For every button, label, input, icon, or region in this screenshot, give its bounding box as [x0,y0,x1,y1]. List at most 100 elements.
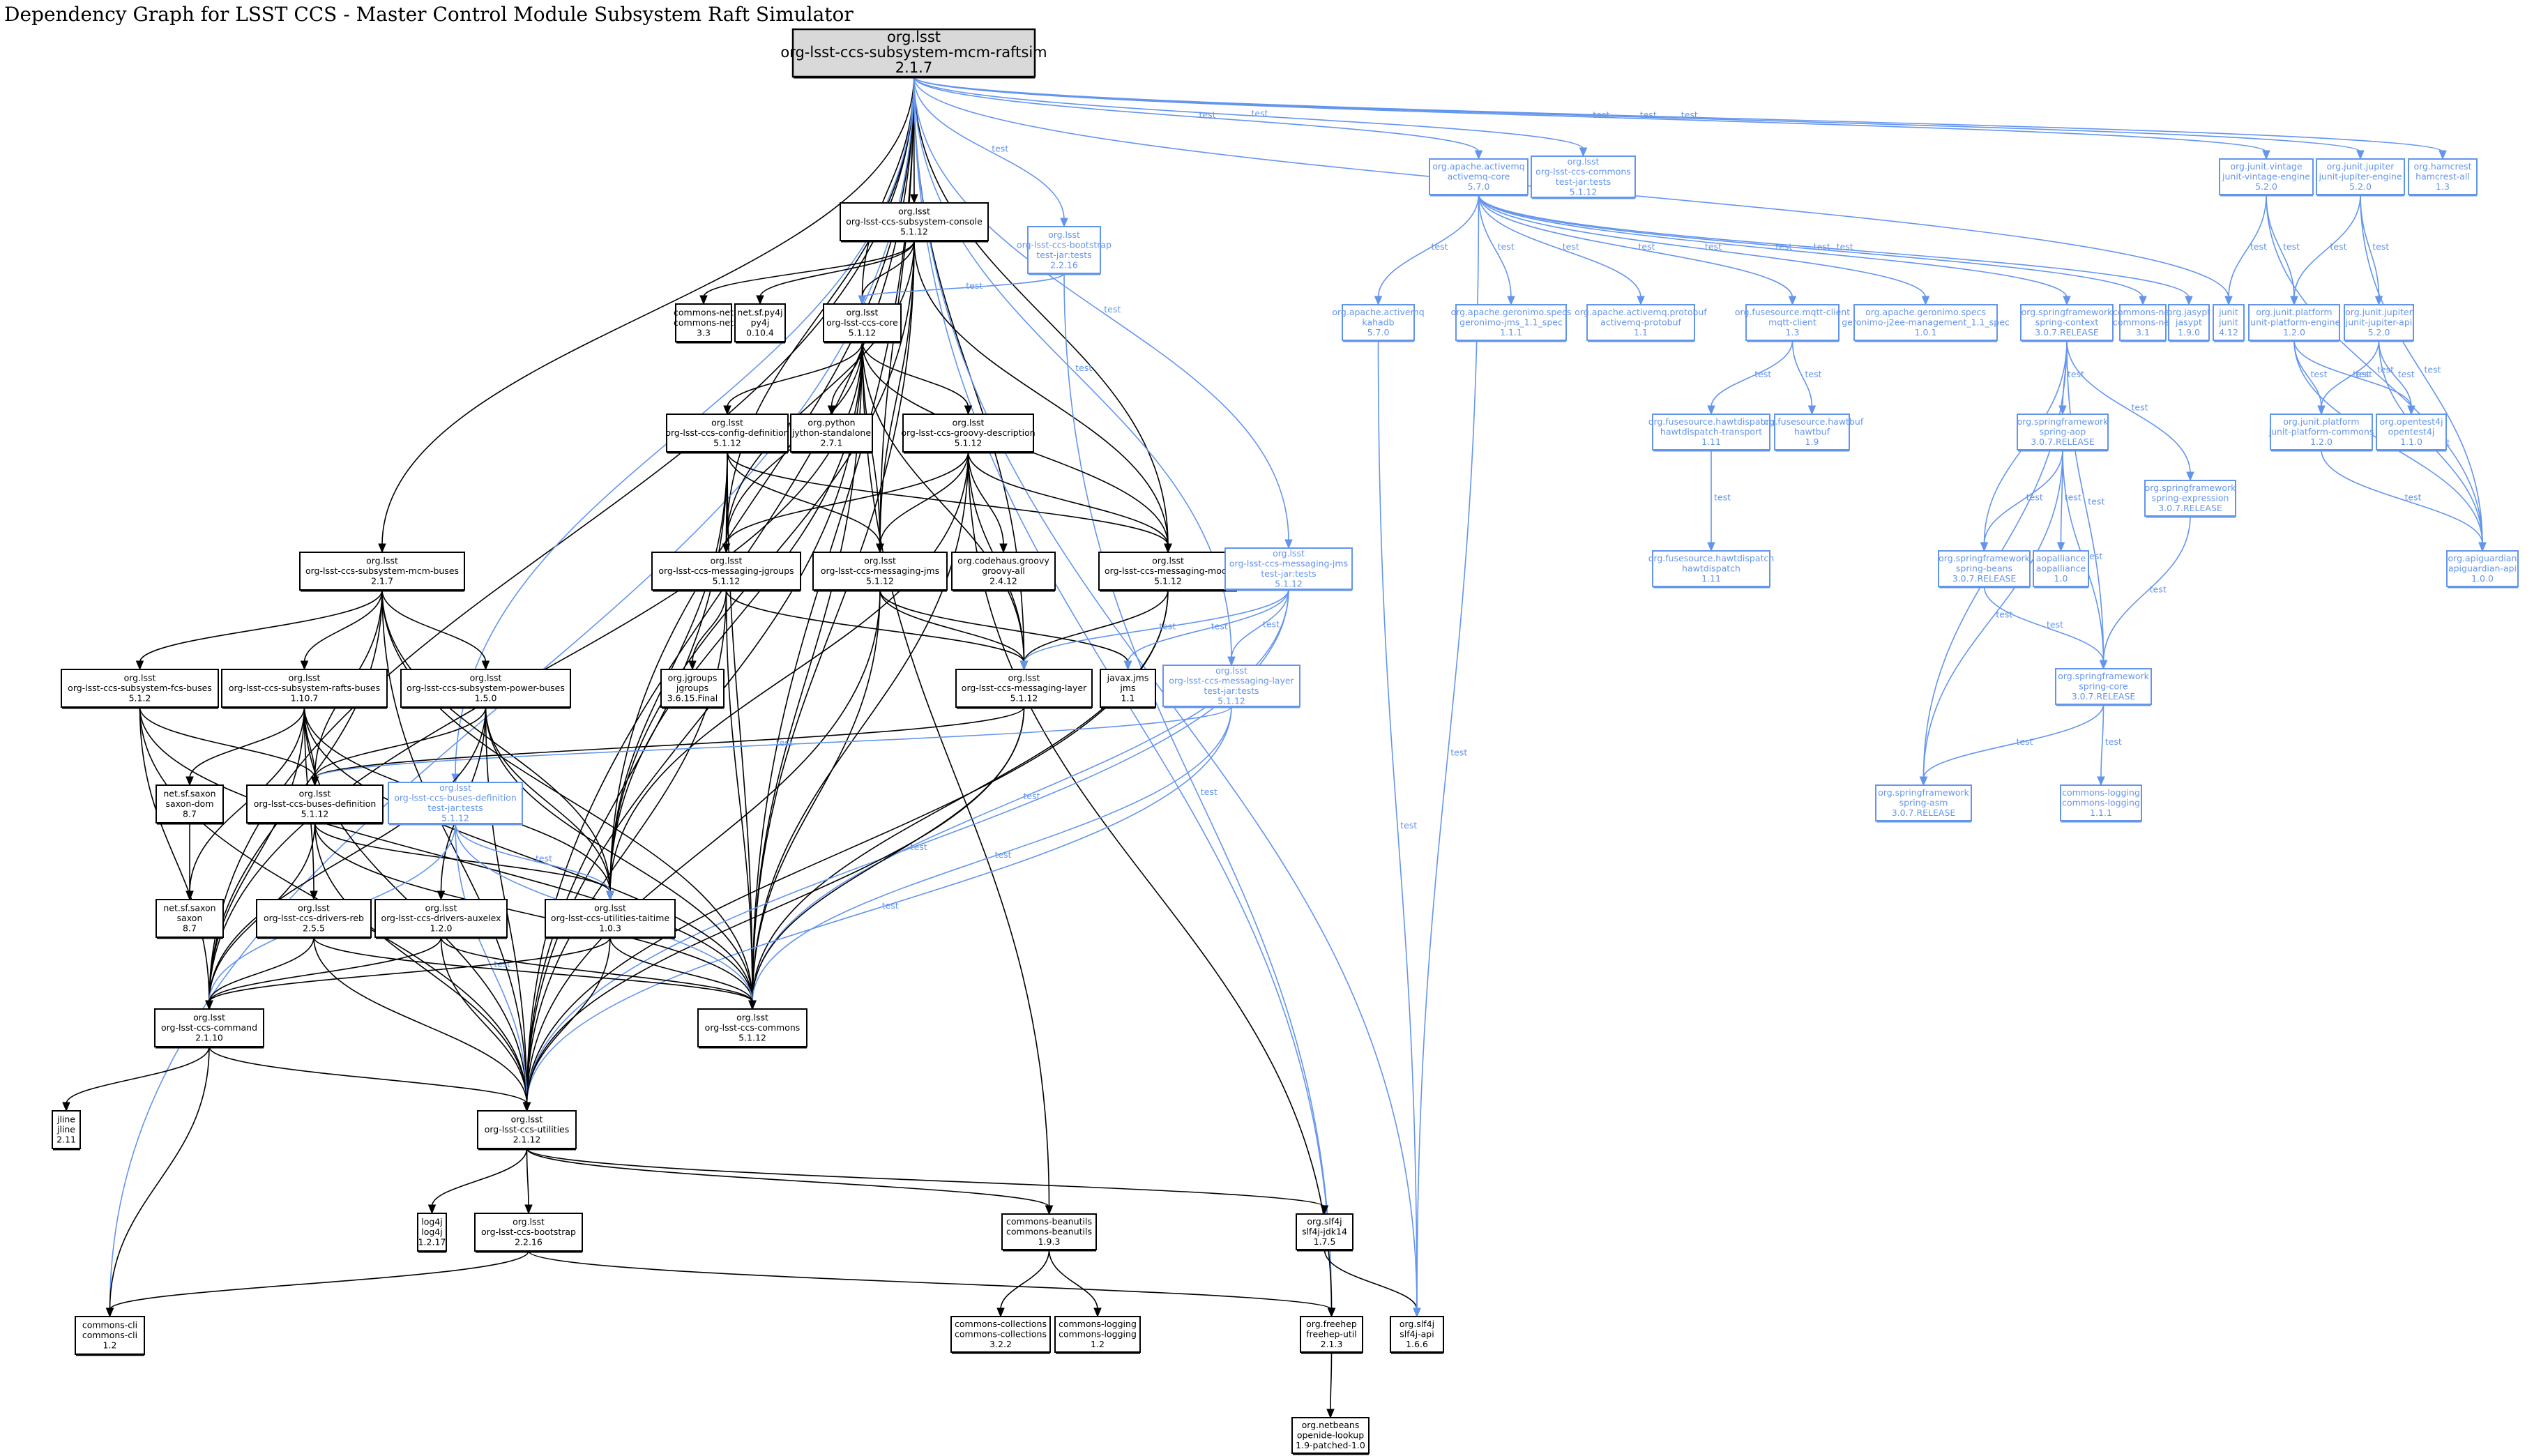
node-group-id: org.netbeans [1302,1420,1360,1430]
edge-line [1922,704,2104,779]
node-platform-engine[interactable]: org.junit.platformjunit-platform-engine1… [2247,304,2341,342]
node-power-buses[interactable]: org.lsstorg-lsst-ccs-subsystem-power-bus… [400,669,571,709]
node-jms-tests[interactable]: org.lsstorg-lsst-ccs-messaging-jmstest-j… [1224,547,1353,591]
node-mcm-buses[interactable]: org.lsstorg-lsst-ccs-subsystem-mcm-buses… [299,552,465,592]
node-box [1455,304,1567,341]
node-mock-msg[interactable]: org.lsstorg-lsst-ccs-messaging-mock5.1.1… [1098,552,1238,592]
node-platform-commons[interactable]: org.junit.platformjunit-platform-commons… [2268,414,2374,452]
node-group-id: org.lsst [898,206,930,217]
arrowhead-icon [2063,296,2071,306]
edge-line [913,76,2361,153]
arrowhead-icon [300,660,309,671]
node-auxelex[interactable]: org.lsstorg-lsst-ccs-drivers-auxelex1.2.… [374,899,508,939]
node-jgroups-msg[interactable]: org.lsstorg-lsst-ccs-messaging-jgroups5.… [651,552,801,592]
node-spring-expression[interactable]: org.springframeworkspring-expression3.0.… [2144,480,2236,518]
node-box [1586,304,1695,341]
node-hawtdispatch[interactable]: org.fusesource.hawtdispatchhawtdispatch1… [1648,550,1774,589]
node-box [1429,158,1529,195]
node-console[interactable]: org.lsstorg-lsst-ccs-subsystem-console5.… [840,202,989,243]
node-fcs-buses[interactable]: org.lsstorg-lsst-ccs-subsystem-fcs-buses… [61,669,219,709]
node-hawt-transport[interactable]: org.fusesource.hawtdispatchhawtdispatch-… [1648,414,1774,452]
node-spring-aop[interactable]: org.springframeworkspring-aop3.0.7.RELEA… [2017,414,2109,452]
node-msg-layer[interactable]: org.lsstorg-lsst-ccs-messaging-layer5.1.… [955,669,1093,709]
node-rafts-buses[interactable]: org.lsstorg-lsst-ccs-subsystem-rafts-bus… [221,669,388,709]
node-box [2055,668,2152,705]
node-spring-asm[interactable]: org.springframeworkspring-asm3.0.7.RELEA… [1875,784,1972,823]
edge-line [431,1148,528,1207]
node-spring-core[interactable]: org.springframeworkspring-core3.0.7.RELE… [2055,668,2152,706]
node-version: 1.1 [1121,693,1135,704]
node-group-id: commons-beanutils [1006,1216,1092,1227]
node-group-id: org.lsst [1215,665,1247,676]
edge-label-test: test [966,280,983,291]
node-layer-tests[interactable]: org.lsstorg-lsst-ccs-messaging-layertest… [1162,665,1300,708]
node-buses-def[interactable]: org.lsstorg-lsst-ccs-buses-definition5.1… [246,784,384,825]
node-spring-beans[interactable]: org.springframeworkspring-beans3.0.7.REL… [1938,550,2031,589]
edge-line [526,341,863,1105]
node-activemq-protobuf[interactable]: org.apache.activemq.protobufactivemq-pro… [1575,304,1707,342]
node-openide[interactable]: org.netbeansopenide-lookup1.9-patched-1.… [1291,1417,1370,1455]
node-group-id: org.apache.geronimo.specs [1865,307,1986,317]
node-collections[interactable]: commons-collectionscommons-collections3.… [950,1316,1051,1354]
node-taitime[interactable]: org.lsstorg-lsst-ccs-utilities-taitime1.… [545,899,676,939]
edge-label-test: test [2047,619,2063,630]
node-buses-def-tests[interactable]: org.lsstorg-lsst-ccs-buses-definitiontes… [388,782,523,826]
node-artifact-id: org-lsst-ccs-messaging-layer [1169,675,1294,685]
edge-line [303,589,383,663]
node-config-def[interactable]: org.lsstorg-lsst-ccs-config-definition5.… [665,414,789,454]
node-artifact-id: py4j [751,317,770,328]
node-version: 8.7 [183,809,197,819]
node-spring-context[interactable]: org.springframeworkspring-context3.0.7.R… [2020,304,2114,342]
node-jupiter-engine[interactable]: org.junit.jupiterjunit-jupiter-engine5.2… [2316,158,2405,197]
edge-groovy_desc-to-commons [748,451,969,1010]
edge-line [967,451,1333,1310]
node-vintage[interactable]: org.junit.vintagejunit-vintage-engine5.2… [2219,158,2314,197]
arrowhead-icon [1320,1205,1329,1215]
node-commons-tests[interactable]: org.lsstorg-lsst-ccs-commonstest-jar:tes… [1531,156,1636,199]
node-geronimo-jms[interactable]: org.apache.geronimo.specsgeronimo-jms_1.… [1451,304,1572,342]
arrowhead-icon [524,1204,533,1215]
edge-mqtt_client-to-hawt_transport: test [1707,340,1793,416]
arrowhead-icon [135,660,144,671]
node-root[interactable]: org.lsstorg-lsst-ccs-subsystem-mcm-rafts… [780,28,1047,79]
node-geronimo-j2ee[interactable]: org.apache.geronimo.specsgeronimo-j2ee-m… [1842,304,2010,342]
node-groovy-desc[interactable]: org.lsstorg-lsst-ccs-groovy-description5… [901,414,1036,454]
node-bootstrap-tests[interactable]: org.lsstorg-lsst-ccs-bootstraptest-jar:t… [1017,226,1112,275]
